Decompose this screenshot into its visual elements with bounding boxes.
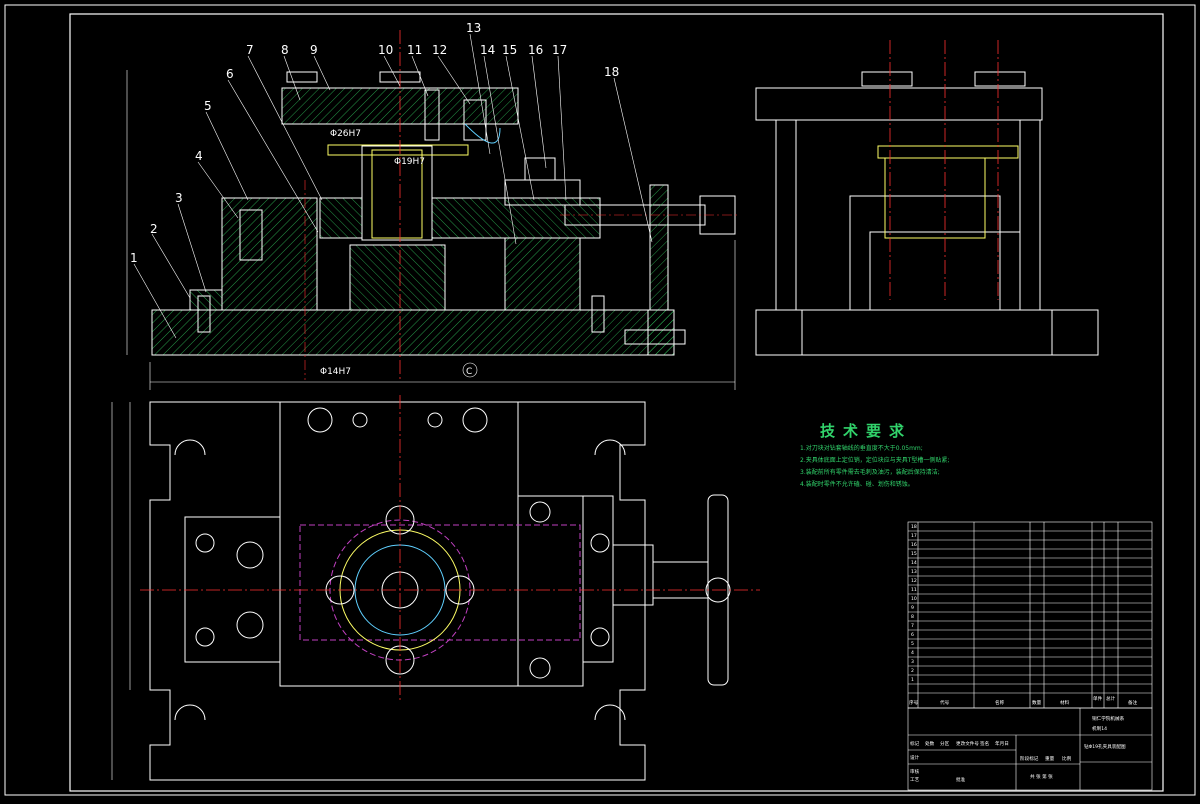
- sheet-count: 共 张 第 张: [1030, 773, 1053, 780]
- part-label-8: 8: [281, 43, 289, 57]
- stage-label-scale: 比例: [1062, 755, 1072, 762]
- part-label-5: 5: [204, 99, 212, 113]
- bom-row-4: 4: [911, 650, 914, 656]
- part-label-17: 17: [552, 43, 567, 57]
- sign-label-review: 审核: [910, 768, 920, 775]
- stage-label-phase: 阶段标记: [1020, 755, 1039, 762]
- drill-sleeve: [361, 145, 433, 241]
- top-view: [111, 395, 760, 781]
- bom-row-14: 14: [911, 560, 917, 566]
- technical-requirements: 技术要求 1.对刀块对钻套轴线的垂直度不大于0.05mm; 2.夹具体底面上定位…: [800, 422, 949, 488]
- dim-phi19: Φ19H7: [394, 157, 425, 167]
- bom-table: [907, 521, 1153, 791]
- section-marker: C: [466, 367, 472, 377]
- bom-header-remark: 备注: [1128, 699, 1138, 706]
- bom-row-11: 11: [911, 587, 917, 593]
- part-label-16: 16: [528, 43, 543, 57]
- part-label-1: 1: [130, 251, 138, 265]
- bom-row-16: 16: [911, 542, 917, 548]
- right-column: [504, 237, 581, 311]
- part-label-4: 4: [195, 149, 203, 163]
- center-column: [349, 244, 446, 311]
- tech-req-line-4: 4.装配时零件不允许磕、碰、划伤和锈蚀。: [800, 480, 914, 488]
- bom-row-3: 3: [911, 659, 914, 665]
- bom-header-index: 序号: [909, 699, 919, 706]
- part-label-14: 14: [480, 43, 495, 57]
- bom-header-qty: 数量: [1032, 699, 1042, 706]
- bom-row-9: 9: [911, 605, 914, 611]
- bom-header-unit: 单件: [1093, 695, 1103, 702]
- sign-label-count: 处数: [925, 740, 935, 747]
- tech-req-line-1: 1.对刀块对钻套轴线的垂直度不大于0.05mm;: [800, 444, 923, 452]
- side-view: [755, 40, 1099, 356]
- bom-row-2: 2: [911, 668, 914, 674]
- bom-row-15: 15: [911, 551, 917, 557]
- front-view: [126, 30, 740, 390]
- bom-header-material: 材料: [1060, 699, 1070, 706]
- tech-req-line-3: 3.装配前所有零件需去毛刺及油污，装配后保持清洁;: [800, 468, 940, 476]
- sign-label-signature: 签名: [980, 740, 989, 747]
- bom-row-17: 17: [911, 533, 917, 539]
- stage-label-weight: 重量: [1045, 755, 1055, 762]
- bom-row-10: 10: [911, 596, 917, 602]
- part-label-18: 18: [604, 65, 619, 79]
- bom-text: 18 17 16 15 14 13 12 11 10 9 8 7 6 5 4 3…: [909, 524, 1138, 783]
- bom-row-8: 8: [911, 614, 914, 620]
- bom-row-7: 7: [911, 623, 914, 629]
- sign-label-approve: 批准: [956, 776, 966, 783]
- bom-row-13: 13: [911, 569, 917, 575]
- bom-header-code: 代号: [940, 699, 950, 706]
- bom-row-12: 12: [911, 578, 917, 584]
- tech-req-line-2: 2.夹具体底面上定位销，定位块应与夹具T型槽一侧贴紧;: [800, 456, 949, 464]
- dim-phi26: Φ26H7: [330, 129, 361, 139]
- outer-frame: [4, 4, 1196, 796]
- part-number-labels: 1 2 3 4 5 6 7 8 9 10 11 12 13 14 15 16 1…: [130, 21, 619, 378]
- bom-row-1: 1: [911, 677, 914, 683]
- sign-label-date: 年月日: [995, 740, 1009, 747]
- sign-label-change: 更改文件号: [956, 740, 979, 747]
- drawing-title: 钻Φ19孔夹具装配图: [1084, 743, 1126, 750]
- bom-row-18: 18: [911, 524, 917, 530]
- part-label-13: 13: [466, 21, 481, 35]
- leader-lines: [133, 33, 653, 339]
- part-label-10: 10: [378, 43, 393, 57]
- bom-header-name: 名称: [995, 699, 1005, 706]
- inner-frame: [69, 13, 1164, 792]
- part-label-11: 11: [407, 43, 422, 57]
- school-name: 铜仁学院机械系: [1092, 715, 1125, 722]
- sign-label-zone: 分区: [940, 740, 950, 747]
- bom-header-total: 总计: [1106, 695, 1116, 702]
- part-label-15: 15: [502, 43, 517, 57]
- sign-label-mark: 标记: [910, 740, 920, 747]
- part-label-7: 7: [246, 43, 254, 57]
- part-label-2: 2: [150, 222, 158, 236]
- part-label-9: 9: [310, 43, 318, 57]
- class-name: 机制14: [1092, 725, 1107, 732]
- left-support: [221, 197, 318, 311]
- bom-row-6: 6: [911, 632, 914, 638]
- dim-phi14: Φ14H7: [320, 367, 351, 377]
- bom-row-5: 5: [911, 641, 914, 647]
- tech-req-title: 技术要求: [820, 422, 912, 440]
- part-label-6: 6: [226, 67, 234, 81]
- sign-label-design: 设计: [910, 754, 920, 761]
- sign-label-process: 工艺: [910, 777, 920, 783]
- part-label-12: 12: [432, 43, 447, 57]
- part-label-3: 3: [175, 191, 183, 205]
